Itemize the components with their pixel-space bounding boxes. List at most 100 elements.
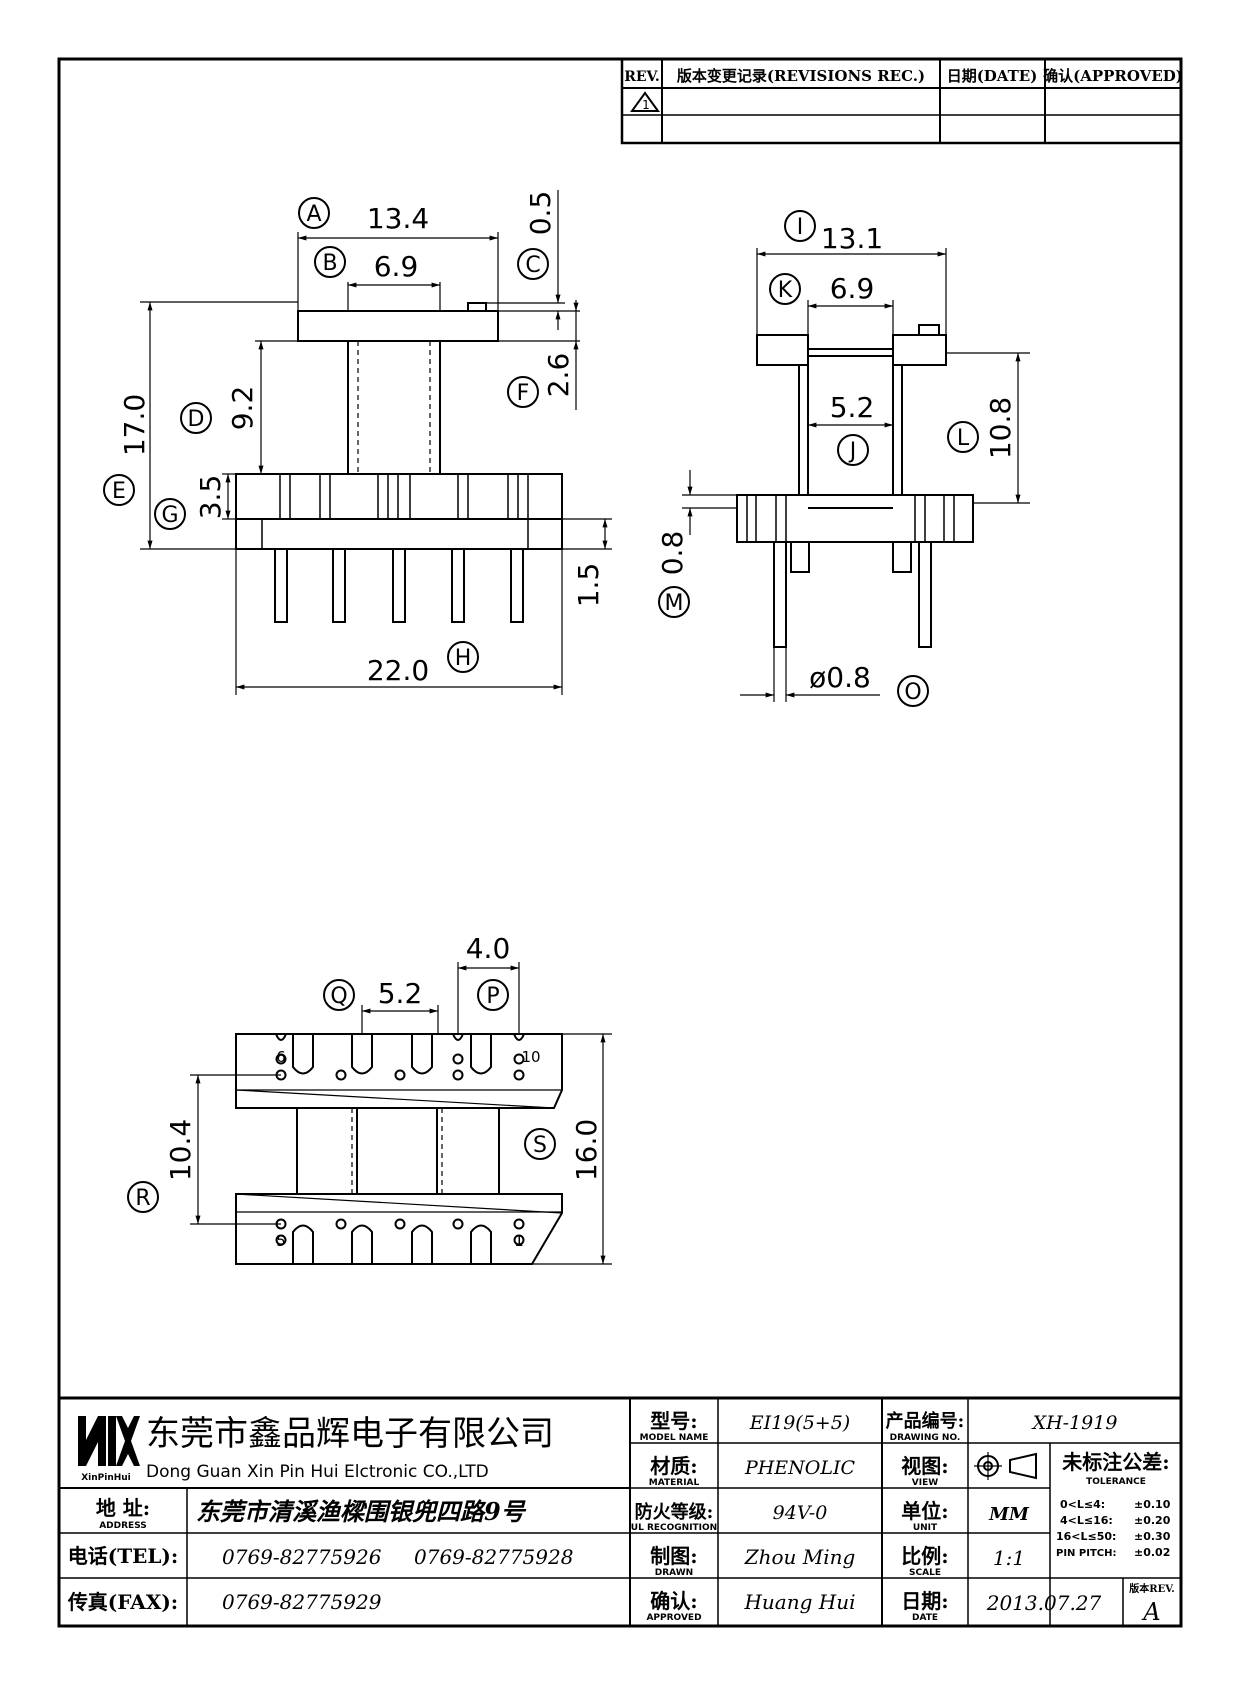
- front-view-labels: 13.4 6.9 0.5 2.6 9.2 17.0 3.5 1.5 22.0 A…: [103, 191, 605, 687]
- dim-m-value: 0.8: [656, 531, 689, 576]
- dim-a-value: 13.4: [367, 202, 429, 235]
- address-label: 地 址:: [96, 1496, 150, 1520]
- approved-label-en: APPROVED: [646, 1613, 701, 1623]
- projection-symbol-icon: [974, 1452, 1037, 1480]
- fire-label-en: UL RECOGNITION: [631, 1523, 717, 1533]
- front-view-dimensions: [140, 190, 612, 695]
- unit-value: MM: [988, 1504, 1030, 1525]
- dim-d-value: 9.2: [226, 386, 259, 431]
- company-logo: XinPinHui: [78, 1416, 140, 1483]
- balloon-d: D: [180, 402, 212, 434]
- bottom-view-dimensions: [190, 962, 612, 1265]
- svg-text:D: D: [188, 407, 205, 432]
- drawn-value: Zhou Ming: [744, 1545, 856, 1569]
- dim-g-value: 3.5: [194, 475, 227, 520]
- title-block: XinPinHui 东莞市鑫品辉电子有限公司 Dong Guan Xin Pin…: [57, 1396, 1183, 1628]
- view-label: 视图:: [901, 1454, 948, 1478]
- svg-text:J: J: [848, 439, 857, 464]
- date-label: 日期:: [901, 1589, 948, 1613]
- pin-label-1: 1: [514, 1232, 524, 1250]
- tol-1-range: 0<L≤4:: [1060, 1498, 1105, 1511]
- fire-label: 防火等级:: [635, 1501, 714, 1523]
- dim-i-value: 13.1: [821, 222, 883, 255]
- svg-text:H: H: [455, 646, 472, 671]
- sheet-border: [57, 57, 1183, 1628]
- dim-c-value: 0.5: [524, 191, 557, 236]
- tol-4-range: PIN PITCH:: [1056, 1548, 1116, 1559]
- rev-label: 版本REV.: [1129, 1582, 1174, 1595]
- svg-text:L: L: [957, 426, 970, 451]
- balloon-l: L: [947, 421, 979, 453]
- svg-text:S: S: [533, 1133, 547, 1158]
- dim-j-value: 5.2: [830, 391, 875, 424]
- date-value: 2013.07.27: [986, 1591, 1102, 1615]
- drawing-no-label-en: DRAWING NO.: [890, 1433, 961, 1443]
- fax-value: 0769-82775929: [222, 1590, 382, 1614]
- company-name-cn: 东莞市鑫品辉电子有限公司: [146, 1414, 554, 1454]
- model-value: EI19(5+5): [749, 1412, 850, 1434]
- record-col-header: 版本变更记录(REVISIONS REC.): [677, 67, 925, 85]
- dim-f-value: 2.6: [542, 353, 575, 398]
- tol-3-value: ±0.30: [1134, 1530, 1171, 1543]
- drawing-no-label: 产品编号:: [886, 1410, 965, 1432]
- dim-p-value: 4.0: [466, 932, 511, 965]
- front-view: [235, 282, 563, 623]
- pin-label-10: 10: [521, 1048, 540, 1066]
- balloon-f: F: [507, 376, 539, 408]
- svg-text:A: A: [306, 202, 321, 227]
- material-value: PHENOLIC: [744, 1457, 856, 1479]
- dim-h-value: 22.0: [367, 654, 429, 687]
- dim-l-value: 10.8: [984, 397, 1017, 459]
- svg-text:P: P: [486, 984, 499, 1009]
- balloon-m: M: [658, 586, 690, 618]
- pin-label-6: 6: [276, 1048, 286, 1066]
- drawing-no-value: XH-1919: [1031, 1412, 1118, 1434]
- fax-label: 传真(FAX):: [67, 1590, 178, 1614]
- svg-text:Q: Q: [330, 984, 347, 1009]
- view-label-en: VIEW: [912, 1478, 938, 1488]
- tol-3-range: 16<L≤50:: [1056, 1530, 1116, 1543]
- balloon-s: S: [524, 1128, 556, 1160]
- balloon-b: B: [314, 246, 346, 278]
- logo-text: XinPinHui: [81, 1473, 131, 1483]
- balloon-p: P: [477, 979, 509, 1011]
- company-name-en: Dong Guan Xin Pin Hui Elctronic CO.,LTD: [146, 1462, 489, 1482]
- tol-4-value: ±0.02: [1134, 1546, 1170, 1559]
- balloon-h: H: [447, 641, 479, 673]
- svg-text:I: I: [797, 215, 804, 240]
- balloon-q: Q: [323, 979, 355, 1011]
- svg-text:E: E: [112, 479, 126, 504]
- scale-value: 1:1: [993, 1546, 1025, 1570]
- balloon-i: I: [784, 210, 816, 242]
- balloon-g: G: [154, 498, 186, 530]
- svg-text:O: O: [904, 680, 921, 705]
- tol-2-range: 4<L≤16:: [1060, 1514, 1113, 1527]
- tolerance-label-en: TOLERANCE: [1086, 1477, 1146, 1487]
- material-label: 材质:: [650, 1454, 697, 1478]
- dim-k-value: 6.9: [830, 272, 875, 305]
- dim-b-value: 6.9: [374, 250, 419, 283]
- model-label: 型号:: [650, 1409, 697, 1433]
- tol-2-value: ±0.20: [1134, 1514, 1171, 1527]
- balloon-j: J: [837, 434, 869, 466]
- drawn-label: 制图:: [650, 1544, 697, 1568]
- model-label-en: MODEL NAME: [640, 1433, 709, 1443]
- dim-o-value: ø0.8: [809, 661, 871, 694]
- scale-label-en: SCALE: [909, 1568, 941, 1578]
- tolerance-label: 未标注公差:: [1062, 1450, 1169, 1474]
- tel-label: 电话(TEL):: [68, 1544, 179, 1568]
- svg-text:B: B: [322, 251, 337, 276]
- svg-text:K: K: [778, 278, 793, 303]
- rev-col-header: REV.: [624, 69, 660, 85]
- pin-label-5: 5: [276, 1232, 286, 1250]
- rev-mark: 1: [642, 98, 650, 112]
- tel-2-value: 0769-82775928: [414, 1545, 573, 1569]
- side-view-labels: 13.1 6.9 5.2 10.8 0.8 ø0.8 I K J L M O: [656, 210, 1017, 707]
- tel-1-value: 0769-82775926: [222, 1545, 382, 1569]
- bottom-view-labels: 4.0 5.2 10.4 16.0 6 10 5 1 P Q R S: [127, 932, 603, 1250]
- dim-q-value: 5.2: [378, 977, 423, 1010]
- svg-text:G: G: [161, 503, 178, 528]
- unit-label-en: UNIT: [913, 1523, 938, 1533]
- dim-s-value: 16.0: [570, 1119, 603, 1181]
